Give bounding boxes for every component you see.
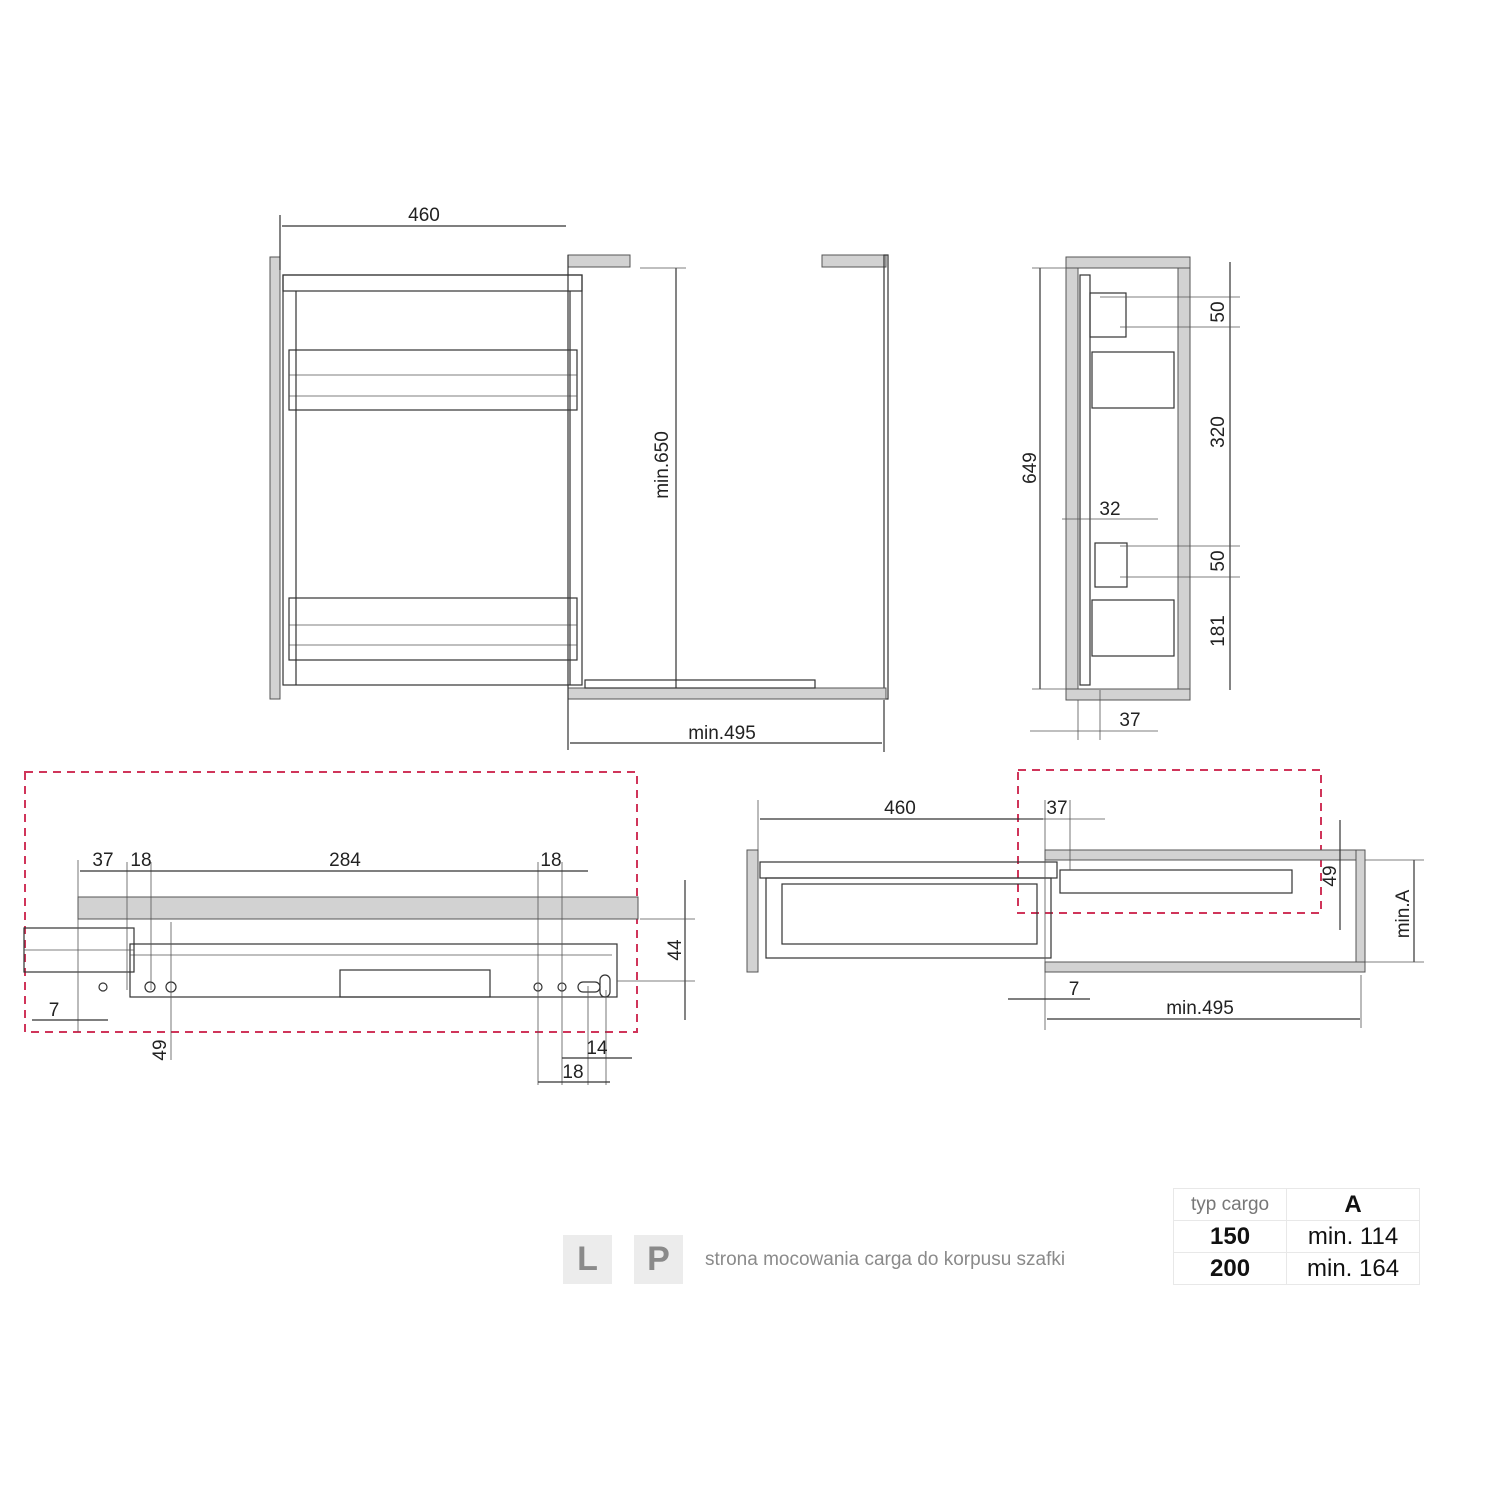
cargo-size-table: typ cargo A 150 min. 114 200 min. 164 — [1172, 1188, 1420, 1285]
dim-18-left: 18 — [130, 850, 151, 871]
cell-a: min. 114 — [1286, 1220, 1420, 1253]
dim-7: 7 — [1069, 979, 1080, 1000]
dim-37: 37 — [92, 850, 113, 871]
dim-18-bottom: 18 — [562, 1062, 583, 1083]
cell-type: 200 — [1172, 1252, 1288, 1285]
dim-320: 320 — [1208, 416, 1229, 448]
dim-7: 7 — [49, 1000, 60, 1021]
dim-284: 284 — [329, 850, 361, 871]
table-row: 200 min. 164 — [1172, 1252, 1420, 1285]
dim-49: 49 — [150, 1039, 171, 1060]
dim-side-height: 649 — [1020, 452, 1041, 484]
dim-37: 37 — [1046, 798, 1067, 819]
dim-44: 44 — [665, 939, 686, 961]
dim-50-bottom: 50 — [1208, 550, 1229, 571]
side-view: 649 50 320 32 50 181 37 — [1020, 256, 1240, 740]
dim-min-a: min.A — [1393, 889, 1414, 938]
dim-14: 14 — [586, 1038, 608, 1059]
dim-49: 49 — [1320, 865, 1341, 886]
dim-37: 37 — [1119, 710, 1140, 731]
cell-type: 150 — [1172, 1220, 1288, 1253]
table-header-row: typ cargo A — [1172, 1188, 1420, 1221]
table-row: 150 min. 114 — [1172, 1220, 1420, 1253]
dim-32: 32 — [1099, 499, 1120, 520]
dim-min-495: min.495 — [1166, 998, 1234, 1019]
dim-width: 460 — [408, 205, 440, 226]
dim-height: min.650 — [652, 431, 673, 499]
cell-a: min. 164 — [1286, 1252, 1420, 1285]
rail-detail-right: 460 37 49 min.A 7 min.495 — [746, 769, 1424, 1030]
front-view: 460 min.650 min.495 — [269, 205, 889, 752]
side-right-badge: P — [634, 1235, 683, 1284]
header-a: A — [1286, 1188, 1420, 1221]
dim-50-top: 50 — [1208, 301, 1229, 322]
dim-181: 181 — [1208, 615, 1229, 647]
dim-depth: min.495 — [688, 723, 756, 744]
header-type: typ cargo — [1172, 1188, 1288, 1221]
dim-18-right: 18 — [540, 850, 561, 871]
rail-detail-left: 37 18 284 18 44 7 49 14 18 — [23, 771, 695, 1085]
mounting-side-caption: strona mocowania carga do korpusu szafki — [705, 1249, 1066, 1270]
side-left-badge: L — [563, 1235, 612, 1284]
dim-460: 460 — [884, 798, 916, 819]
